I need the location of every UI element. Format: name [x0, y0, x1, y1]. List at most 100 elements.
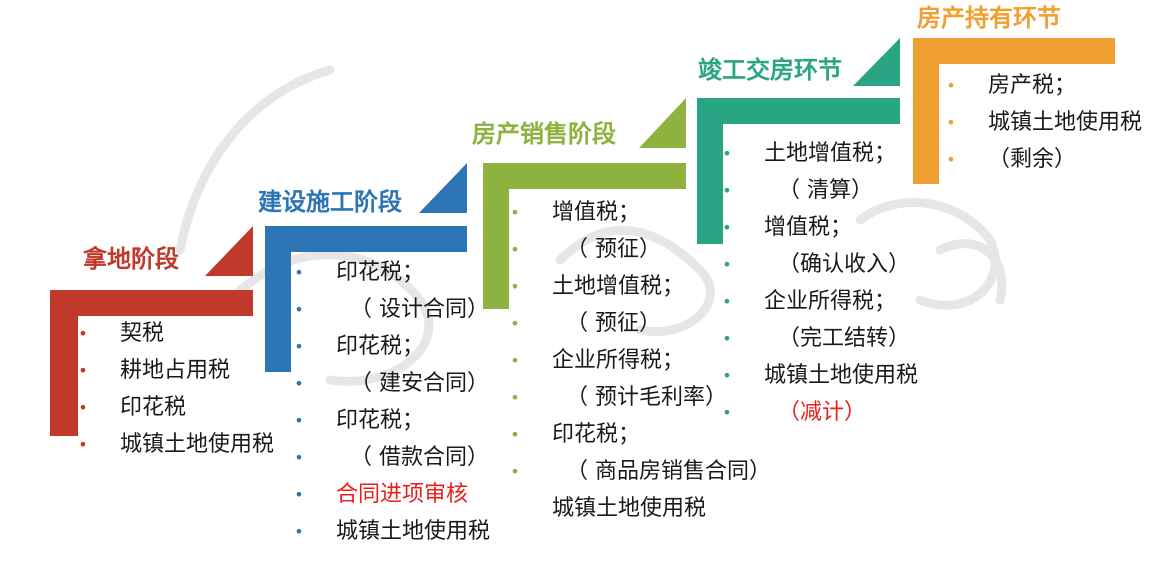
stage-shape-red	[50, 290, 253, 436]
bullet-icon: •	[946, 76, 956, 95]
tax-item: • （完工结转）	[720, 320, 918, 357]
tax-item: • 印花税	[76, 389, 274, 426]
bullet-icon: •	[294, 411, 304, 430]
tax-item-text: （ 清算）	[764, 178, 873, 203]
tax-item: 城镇土地使用税	[508, 490, 771, 527]
tax-item-text: 城镇土地使用税	[764, 363, 919, 388]
bullet-icon: •	[946, 113, 956, 132]
tax-item: • （ 清算）	[720, 172, 918, 209]
stage-2-tax-list: •印花税；• （ 设计合同）•印花税；• （ 建安合同）•印花税；• （ 借款合…	[292, 254, 490, 550]
stage-title-4: 竣工交房环节	[698, 56, 842, 84]
bullet-icon: •	[294, 300, 304, 319]
bullet-icon: •	[510, 388, 520, 407]
bullet-icon: •	[78, 324, 88, 343]
tax-item-text: 城镇土地使用税	[552, 496, 707, 521]
stage-title-2: 建设施工阶段	[258, 188, 402, 216]
tax-item: • （ 建安合同）	[292, 365, 490, 402]
tax-item-text: （ 建安合同）	[336, 371, 489, 396]
tax-item-text: 印花税；	[336, 260, 425, 285]
bullet-icon: •	[722, 218, 732, 237]
tax-item-text: 印花税；	[552, 422, 641, 447]
tax-item: • 合同进项审核	[292, 476, 490, 513]
tax-item-text: 契税	[120, 321, 165, 346]
tax-item-text: 印花税；	[336, 408, 425, 433]
tax-item-text: 印花税；	[336, 334, 425, 359]
bullet-icon: •	[294, 374, 304, 393]
tax-item: • 印花税；	[508, 416, 771, 453]
tax-item-text: （ 预征）	[552, 237, 661, 262]
stage-arrow-teal	[853, 38, 900, 86]
stage-arrow-red	[205, 226, 253, 276]
tax-item: • 城镇土地使用税	[720, 357, 918, 394]
tax-item: •土地增值税；	[508, 268, 771, 305]
bullet-icon: •	[294, 337, 304, 356]
bullet-icon: •	[722, 403, 732, 422]
tax-item: • 城镇土地使用税	[76, 426, 274, 463]
tax-item: • 城镇土地使用税	[944, 104, 1142, 141]
tax-item-text: 企业所得税；	[764, 289, 897, 314]
tax-item: • 印花税；	[292, 402, 490, 439]
tax-item-text: （减计）	[764, 400, 866, 425]
bullet-icon: •	[294, 448, 304, 467]
bullet-icon: •	[294, 485, 304, 504]
tax-item-text: 城镇土地使用税	[988, 110, 1143, 135]
tax-item: •企业所得税；	[508, 342, 771, 379]
tax-item-text: 印花税	[120, 395, 187, 420]
tax-item: •增值税；	[508, 194, 771, 231]
tax-item: • （ 预征）	[508, 305, 771, 342]
tax-item-text: （完工结转）	[764, 326, 910, 351]
tax-item: • 契税	[76, 315, 274, 352]
tax-item: • （ 预计毛利率）	[508, 379, 771, 416]
stage-shape-teal	[697, 98, 900, 244]
stage-arrow-blue	[419, 163, 467, 213]
bullet-icon: •	[722, 292, 732, 311]
bullet-icon: •	[78, 435, 88, 454]
bullet-icon: •	[510, 462, 520, 481]
bullet-icon: •	[294, 263, 304, 282]
tax-item: • 增值税；	[720, 209, 918, 246]
tax-item-text: 城镇土地使用税	[120, 432, 275, 457]
tax-item-text: 土地增值税；	[552, 274, 685, 299]
tax-item: •城镇土地使用税	[292, 513, 490, 550]
tax-item-text: （确认收入）	[764, 252, 910, 277]
bullet-icon: •	[722, 255, 732, 274]
tax-item-text: （ 预计毛利率）	[552, 385, 727, 410]
bullet-icon: •	[78, 398, 88, 417]
bullet-icon: •	[722, 181, 732, 200]
tax-item-text: 增值税；	[552, 200, 641, 225]
tax-item-text: 合同进项审核	[336, 482, 469, 507]
stage-title-3: 房产销售阶段	[472, 120, 616, 148]
tax-item: • （ 借款合同）	[292, 439, 490, 476]
tax-item: • （减计）	[720, 394, 918, 431]
tax-item-text: 增值税；	[764, 215, 853, 240]
calligraphy-watermark	[175, 65, 1007, 386]
bullet-icon: •	[722, 144, 732, 163]
stage-title-1: 拿地阶段	[83, 245, 179, 273]
stage-4-tax-list: •土地增值税；• （ 清算）•增值税；• （确认收入）•企业所得税；• （完工结…	[720, 135, 918, 431]
stage-shape-orange	[913, 38, 1115, 184]
tax-item: • 房产税；	[944, 67, 1142, 104]
tax-item: • （ 预征）	[508, 231, 771, 268]
bullet-icon: •	[946, 150, 956, 169]
bullet-icon: •	[294, 522, 304, 541]
stage-5-tax-list: • 房产税； • 城镇土地使用税 • （剩余）	[944, 67, 1142, 178]
tax-item: • （剩余）	[944, 141, 1142, 178]
tax-item-text: （剩余）	[988, 147, 1077, 172]
tax-item: • （ 设计合同）	[292, 291, 490, 328]
tax-item-text: 土地增值税；	[764, 141, 897, 166]
tax-item-text: （ 商品房销售合同）	[552, 459, 771, 484]
bullet-icon: •	[722, 366, 732, 385]
tax-item: •耕地占用税	[76, 352, 274, 389]
tax-item-text: 房产税；	[988, 73, 1077, 98]
bullet-icon: •	[78, 361, 88, 380]
tax-item-text: （ 设计合同）	[336, 297, 489, 322]
tax-item-text: （ 借款合同）	[336, 445, 489, 470]
tax-item: • 土地增值税；	[720, 135, 918, 172]
stage-shape-blue	[265, 226, 467, 372]
tax-item-text: 企业所得税；	[552, 348, 685, 373]
bullet-icon: •	[510, 240, 520, 259]
bullet-icon: •	[510, 425, 520, 444]
tax-item-text: （ 预征）	[552, 311, 661, 336]
